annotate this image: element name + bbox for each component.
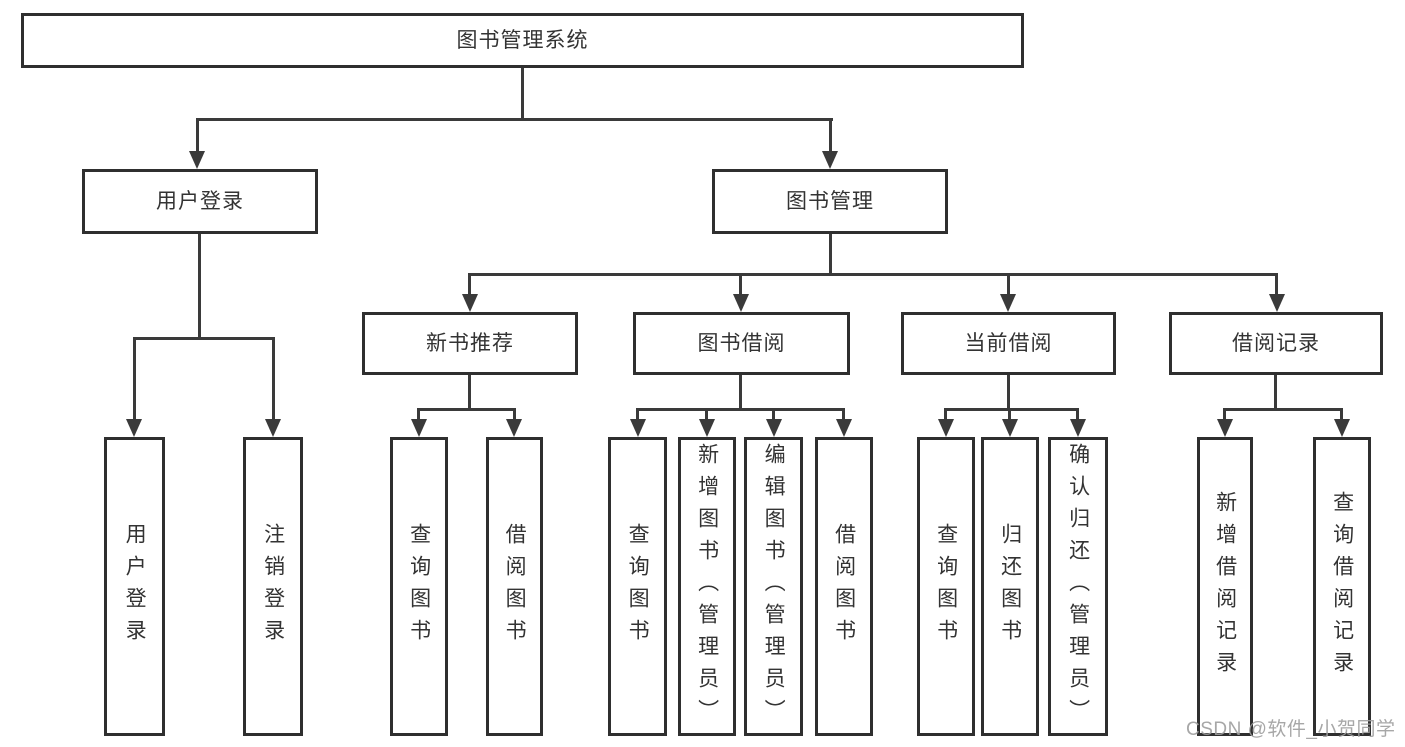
arrow-down-icon	[766, 419, 782, 437]
arrow-down-icon	[506, 419, 522, 437]
arrow-down-icon	[411, 419, 427, 437]
node-query-books-current-label: 查询图书	[934, 522, 958, 651]
connector-line	[521, 68, 524, 121]
node-root-label: 图书管理系统	[456, 28, 589, 52]
connector-line	[468, 273, 471, 297]
connector-line	[513, 408, 516, 422]
node-root: 图书管理系统	[21, 13, 1024, 68]
connector-line	[636, 408, 845, 411]
arrow-down-icon	[1070, 419, 1086, 437]
arrow-down-icon	[189, 151, 205, 169]
arrow-down-icon	[126, 419, 142, 437]
arrow-down-icon	[1334, 419, 1350, 437]
node-edit-book-admin: 编辑图书（管理员）	[744, 437, 803, 736]
connector-line	[1223, 408, 1226, 422]
node-query-books-recommend-label: 查询图书	[407, 522, 431, 651]
node-current-borrow: 当前借阅	[901, 312, 1116, 375]
connector-line	[196, 118, 833, 121]
node-return-book: 归还图书	[981, 437, 1039, 736]
connector-line	[417, 408, 516, 411]
connector-line	[739, 273, 742, 297]
arrow-down-icon	[462, 294, 478, 312]
connector-line	[842, 408, 845, 422]
connector-line	[468, 273, 1278, 276]
connector-line	[198, 234, 201, 340]
node-query-books-borrow: 查询图书	[608, 437, 667, 736]
connector-line	[1340, 408, 1343, 422]
connector-line	[1275, 273, 1278, 297]
node-user-login-action-label: 用户登录	[123, 522, 147, 651]
arrow-down-icon	[938, 419, 954, 437]
arrow-down-icon	[265, 419, 281, 437]
node-confirm-return-admin: 确认归还（管理员）	[1048, 437, 1108, 736]
connector-line	[133, 337, 136, 420]
connector-line	[196, 118, 199, 152]
node-logout-action: 注销登录	[243, 437, 303, 736]
node-user-login-action: 用户登录	[104, 437, 165, 736]
node-query-borrow-record-label: 查询借阅记录	[1330, 490, 1354, 683]
node-new-book-recommend: 新书推荐	[362, 312, 578, 375]
connector-line	[944, 408, 1079, 411]
node-logout-action-label: 注销登录	[261, 522, 285, 651]
connector-line	[829, 234, 832, 276]
node-add-borrow-record-label: 新增借阅记录	[1213, 490, 1237, 683]
arrow-down-icon	[1000, 294, 1016, 312]
node-borrow-book-action-label: 借阅图书	[832, 522, 856, 651]
node-query-books-borrow-label: 查询图书	[626, 522, 650, 651]
connector-line	[739, 375, 742, 411]
connector-line	[1076, 408, 1079, 422]
arrow-down-icon	[630, 419, 646, 437]
connector-line	[272, 337, 275, 420]
node-new-book-recommend-label: 新书推荐	[426, 331, 514, 355]
node-book-management: 图书管理	[712, 169, 948, 234]
arrow-down-icon	[836, 419, 852, 437]
connector-line	[1007, 375, 1010, 411]
arrow-down-icon	[733, 294, 749, 312]
connector-line	[705, 408, 708, 422]
connector-line	[1007, 273, 1010, 297]
arrow-down-icon	[822, 151, 838, 169]
node-add-borrow-record: 新增借阅记录	[1197, 437, 1253, 736]
node-book-borrow-label: 图书借阅	[697, 331, 786, 355]
node-book-management-label: 图书管理	[786, 189, 874, 213]
connector-line	[772, 408, 775, 422]
node-borrow-book-recommend: 借阅图书	[486, 437, 543, 736]
connector-line	[468, 375, 471, 411]
node-borrow-records-label: 借阅记录	[1232, 331, 1320, 355]
connector-line	[944, 408, 947, 422]
node-borrow-book-recommend-label: 借阅图书	[503, 522, 527, 651]
node-user-login-label: 用户登录	[156, 189, 244, 213]
node-book-borrow: 图书借阅	[633, 312, 850, 375]
node-add-book-admin-label: 新增图书（管理员）	[695, 442, 719, 731]
connector-line	[1274, 375, 1277, 411]
node-query-books-recommend: 查询图书	[390, 437, 448, 736]
connector-line	[1008, 408, 1011, 422]
node-confirm-return-admin-label: 确认归还（管理员）	[1066, 442, 1090, 731]
node-current-borrow-label: 当前借阅	[964, 331, 1053, 355]
connector-line	[133, 337, 275, 340]
arrow-down-icon	[1217, 419, 1233, 437]
csdn-watermark: CSDN @软件_小贺同学	[1186, 719, 1396, 740]
node-edit-book-admin-label: 编辑图书（管理员）	[762, 442, 786, 731]
arrow-down-icon	[1269, 294, 1285, 312]
connector-line	[636, 408, 639, 422]
connector-line	[829, 118, 832, 152]
arrow-down-icon	[1002, 419, 1018, 437]
node-borrow-records: 借阅记录	[1169, 312, 1383, 375]
node-add-book-admin: 新增图书（管理员）	[678, 437, 736, 736]
node-return-book-label: 归还图书	[998, 522, 1022, 651]
node-user-login: 用户登录	[82, 169, 318, 234]
connector-line	[1223, 408, 1343, 411]
arrow-down-icon	[699, 419, 715, 437]
node-borrow-book-action: 借阅图书	[815, 437, 873, 736]
connector-line	[417, 408, 420, 422]
node-query-books-current: 查询图书	[917, 437, 975, 736]
node-query-borrow-record: 查询借阅记录	[1313, 437, 1371, 736]
